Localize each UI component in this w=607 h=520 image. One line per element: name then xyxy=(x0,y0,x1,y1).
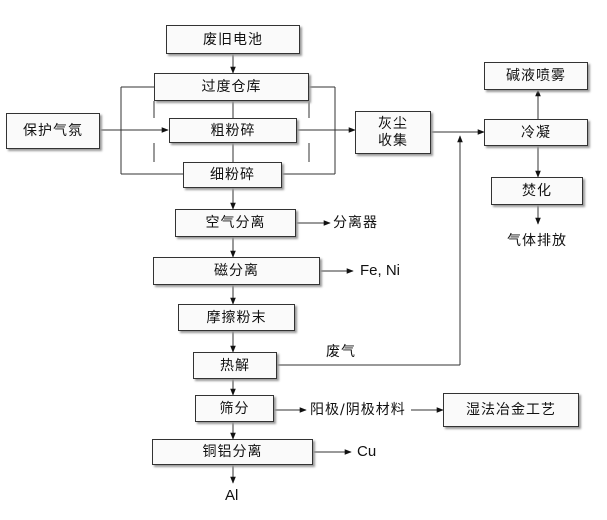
box-protective-gas: 保护气氛 xyxy=(6,113,100,149)
box-fine-crush: 细粉碎 xyxy=(183,162,282,188)
dust-label-line1: 灰尘 xyxy=(378,115,408,132)
label-al: Al xyxy=(225,487,239,504)
box-air-separation: 空气分离 xyxy=(175,209,296,237)
label-electrode-material: 阳极/阴极材料 xyxy=(310,402,406,418)
box-waste-battery: 废旧电池 xyxy=(166,25,300,54)
label-fe-ni: Fe, Ni xyxy=(360,262,401,279)
box-hydrometallurgy: 湿法冶金工艺 xyxy=(443,393,579,427)
box-magnetic-separation: 磁分离 xyxy=(153,257,320,285)
box-alkali-spray: 碱液喷雾 xyxy=(484,62,588,90)
box-screening: 筛分 xyxy=(195,395,274,422)
box-storage: 过度仓库 xyxy=(154,73,309,101)
box-incineration: 焚化 xyxy=(491,177,583,205)
box-coarse-crush: 粗粉碎 xyxy=(169,118,297,143)
label-gas-emission: 气体排放 xyxy=(507,233,567,249)
box-cu-al-separation: 铜铝分离 xyxy=(152,439,313,465)
box-condensation: 冷凝 xyxy=(484,119,588,146)
label-separator: 分离器 xyxy=(333,215,378,231)
box-friction-powder: 摩擦粉末 xyxy=(178,304,295,331)
box-dust-collection: 灰尘 收集 xyxy=(355,111,431,154)
label-cu: Cu xyxy=(357,443,377,460)
dust-label-line2: 收集 xyxy=(378,132,408,149)
label-waste-gas: 废气 xyxy=(326,344,356,360)
box-pyrolysis: 热解 xyxy=(193,352,277,379)
